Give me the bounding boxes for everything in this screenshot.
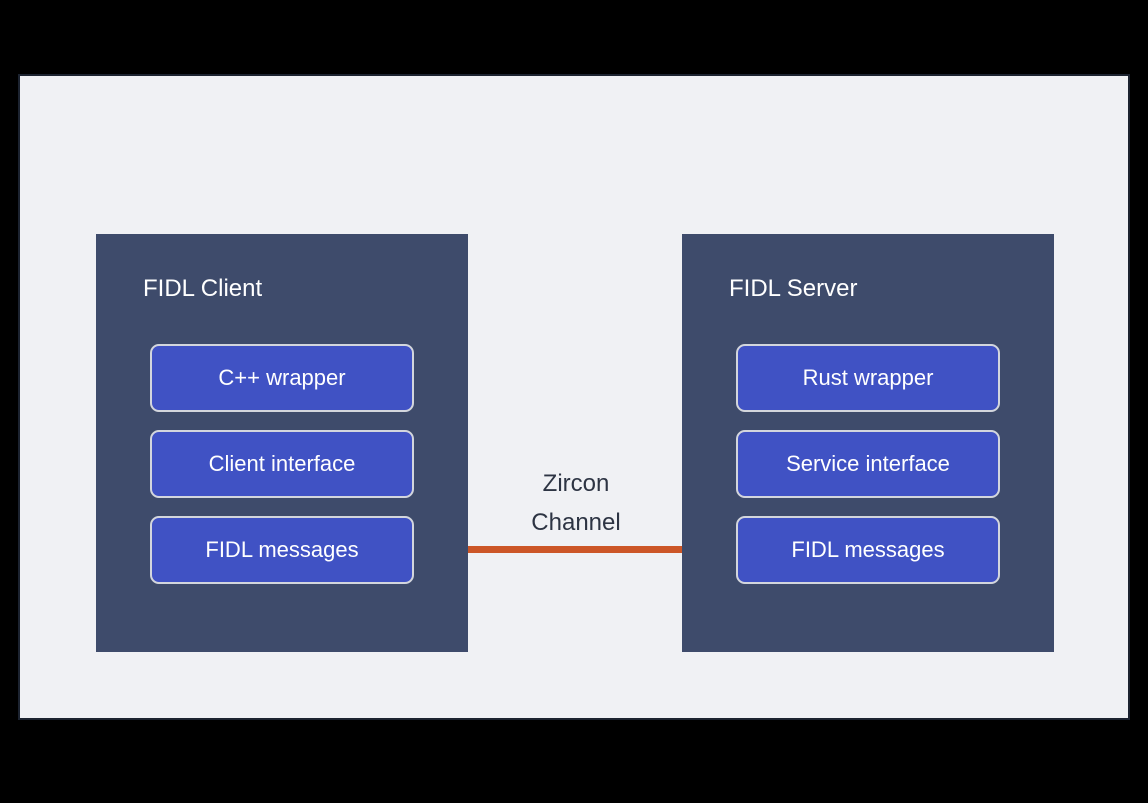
zircon-channel-connector-line <box>415 546 739 553</box>
panel-fidl-client: FIDL Client C++ wrapper Client interface… <box>96 234 468 652</box>
box-stack-fidl-client: C++ wrapper Client interface FIDL messag… <box>150 344 414 584</box>
box-client-interface[interactable]: Client interface <box>150 430 414 498</box>
box-client-cpp-wrapper[interactable]: C++ wrapper <box>150 344 414 412</box>
panel-title-fidl-client: FIDL Client <box>143 275 263 302</box>
panel-title-fidl-server: FIDL Server <box>729 275 858 302</box>
box-stack-fidl-server: Rust wrapper Service interface FIDL mess… <box>736 344 1000 584</box>
diagram-canvas: Zircon Channel FIDL Client C++ wrapper C… <box>18 74 1130 720</box>
box-client-fidl-messages[interactable]: FIDL messages <box>150 516 414 584</box>
box-server-fidl-messages[interactable]: FIDL messages <box>736 516 1000 584</box>
box-server-service-interface[interactable]: Service interface <box>736 430 1000 498</box>
zircon-channel-label: Zircon Channel <box>531 470 621 536</box>
box-server-rust-wrapper[interactable]: Rust wrapper <box>736 344 1000 412</box>
panel-fidl-server: FIDL Server Rust wrapper Service interfa… <box>682 234 1054 652</box>
